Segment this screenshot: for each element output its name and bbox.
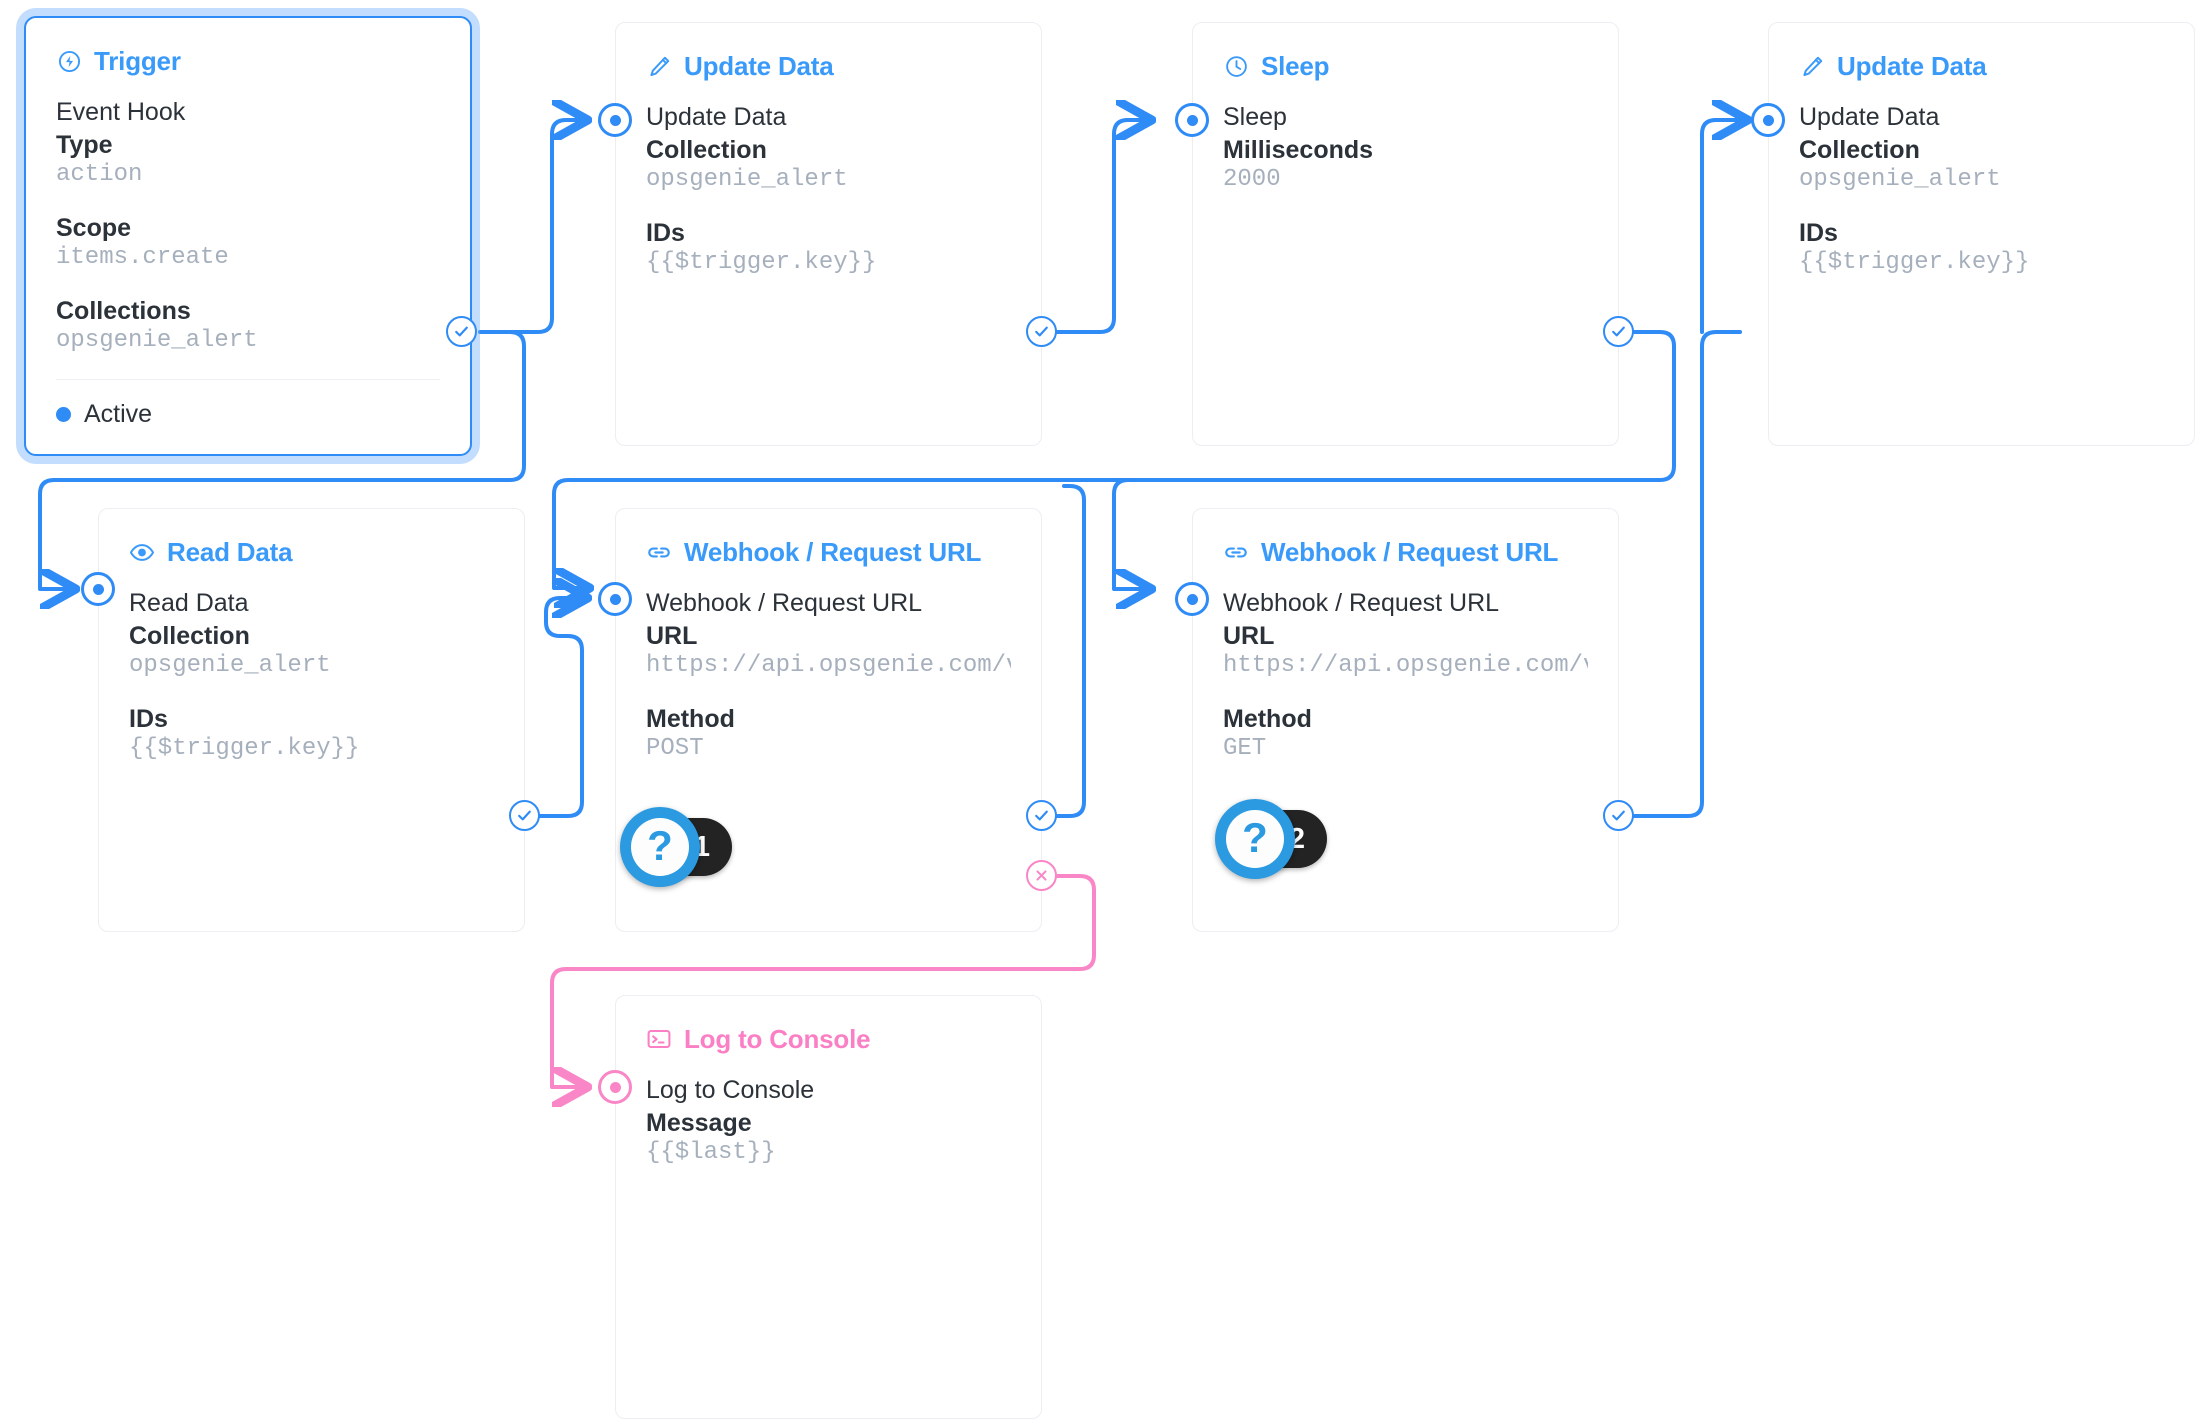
status-badge: Active [56, 400, 440, 429]
field-label-url: URL [646, 621, 698, 650]
field-value-ids: {{$trigger.key}} [646, 248, 877, 276]
port-resolve-read-data[interactable] [509, 800, 540, 831]
port-input-webhook-post[interactable] [598, 582, 632, 616]
field-label-collection: Collection [646, 135, 767, 164]
wire-webhookpost-resolve [1040, 484, 1086, 818]
field-label-url: URL [1223, 621, 1275, 650]
port-reject-webhook-post[interactable] [1026, 860, 1057, 891]
node-title-text: Update Data [1837, 51, 1987, 81]
node-title-update-data-2: Update Data [1799, 53, 2164, 79]
wire-updatedata2-feed [1700, 120, 1740, 334]
question-mark-icon[interactable]: ? [1215, 799, 1295, 879]
port-input-log-to-console[interactable] [598, 1070, 632, 1104]
node-title-text: Webhook / Request URL [1261, 537, 1559, 567]
wire-to-webhookget [1112, 478, 1144, 589]
field-label-collection: Collection [129, 621, 250, 650]
node-op-name: Update Data [646, 103, 787, 131]
field-value-method: GET [1223, 734, 1267, 762]
node-title-trigger: Trigger [56, 48, 440, 74]
port-input-update-data-1[interactable] [598, 103, 632, 137]
field-label-method: Method [1223, 704, 1312, 733]
node-card-update-data-2[interactable]: Update Data Update Data Collection opsge… [1768, 22, 2195, 446]
link-icon [646, 539, 672, 565]
link-icon [1223, 539, 1249, 565]
pencil-icon [646, 53, 672, 79]
wire-webhookget-to-updatedata2 [1628, 330, 1742, 818]
field-value-ids: {{$trigger.key}} [129, 734, 360, 762]
node-title-text: Webhook / Request URL [684, 537, 982, 567]
status-label: Active [84, 400, 153, 429]
field-label-type: Type [56, 130, 113, 159]
field-label-message: Message [646, 1108, 752, 1137]
help-badge-2[interactable]: 2 ? [1215, 799, 1327, 879]
port-resolve-webhook-get[interactable] [1603, 800, 1634, 831]
node-card-trigger[interactable]: Trigger Event Hook Type action Scope ite… [24, 16, 472, 456]
wire-trigger-to-updatedata1 [478, 120, 580, 334]
field-label-ids: IDs [1799, 218, 1838, 247]
node-card-sleep[interactable]: Sleep Sleep Milliseconds 2000 [1192, 22, 1619, 446]
field-value-collection: opsgenie_alert [646, 165, 848, 193]
help-badge-1[interactable]: 1 ? [620, 807, 732, 887]
wire-updatedata1-to-sleep [1040, 120, 1144, 334]
field-label-scope: Scope [56, 213, 132, 242]
node-title-update-data-1: Update Data [646, 53, 1011, 79]
wire-readdata-to-webhookpost [538, 598, 582, 818]
port-input-webhook-get[interactable] [1175, 582, 1209, 616]
node-op-name: Event Hook [56, 98, 186, 126]
field-value-type: action [56, 160, 143, 188]
port-resolve-webhook-post[interactable] [1026, 800, 1057, 831]
field-label-collections: Collections [56, 297, 191, 326]
node-title-text: Update Data [684, 51, 834, 81]
field-value-ids: {{$trigger.key}} [1799, 248, 2030, 276]
pencil-icon [1799, 53, 1825, 79]
bolt-circle-icon [56, 48, 82, 74]
node-card-log-to-console[interactable]: Log to Console Log to Console Message {{… [615, 995, 1042, 1419]
node-op-name: Webhook / Request URL [646, 589, 923, 617]
node-card-update-data-1[interactable]: Update Data Update Data Collection opsge… [615, 22, 1042, 446]
status-dot-icon [56, 407, 71, 423]
node-op-name: Log to Console [646, 1076, 815, 1104]
card-divider [56, 379, 440, 381]
node-title-text: Log to Console [684, 1024, 871, 1054]
help-badge-symbol: ? [631, 818, 689, 876]
node-card-read-data[interactable]: Read Data Read Data Collection opsgenie_… [98, 508, 525, 932]
node-op-name: Read Data [129, 589, 249, 617]
field-label-method: Method [646, 704, 735, 733]
field-label-collection: Collection [1799, 135, 1920, 164]
port-resolve-update-data-1[interactable] [1026, 316, 1057, 347]
node-title-sleep: Sleep [1223, 53, 1588, 79]
field-value-scope: items.create [56, 243, 229, 271]
eye-icon [129, 539, 155, 565]
question-mark-icon[interactable]: ? [620, 807, 700, 887]
field-value-collection: opsgenie_alert [129, 651, 331, 679]
port-resolve-trigger[interactable] [446, 316, 477, 347]
field-value-collections: opsgenie_alert [56, 327, 258, 355]
port-input-update-data-2[interactable] [1751, 103, 1785, 137]
node-title-webhook-get: Webhook / Request URL [1223, 539, 1588, 565]
terminal-icon [646, 1026, 672, 1052]
clock-icon [1223, 53, 1249, 79]
node-title-text: Sleep [1261, 51, 1330, 81]
help-badge-symbol: ? [1226, 810, 1284, 868]
node-title-log-to-console: Log to Console [646, 1026, 1011, 1052]
node-op-name: Update Data [1799, 103, 1940, 131]
field-value-url: https://api.opsgenie.com/v… [646, 651, 1011, 679]
node-op-name: Webhook / Request URL [1223, 589, 1500, 617]
node-title-webhook-post: Webhook / Request URL [646, 539, 1011, 565]
port-resolve-sleep[interactable] [1603, 316, 1634, 347]
port-input-sleep[interactable] [1175, 103, 1209, 137]
field-value-message: {{$last}} [646, 1138, 776, 1166]
node-title-text: Read Data [167, 537, 293, 567]
field-value-collection: opsgenie_alert [1799, 165, 2001, 193]
field-label-ids: IDs [129, 704, 168, 733]
field-value-milliseconds: 2000 [1223, 165, 1281, 193]
field-label-milliseconds: Milliseconds [1223, 135, 1374, 164]
node-op-name: Sleep [1223, 103, 1287, 131]
node-title-read-data: Read Data [129, 539, 494, 565]
port-input-read-data[interactable] [81, 572, 115, 606]
field-value-url: https://api.opsgenie.com/v… [1223, 651, 1588, 679]
field-label-ids: IDs [646, 218, 685, 247]
node-title-text: Trigger [94, 46, 181, 76]
field-value-method: POST [646, 734, 704, 762]
